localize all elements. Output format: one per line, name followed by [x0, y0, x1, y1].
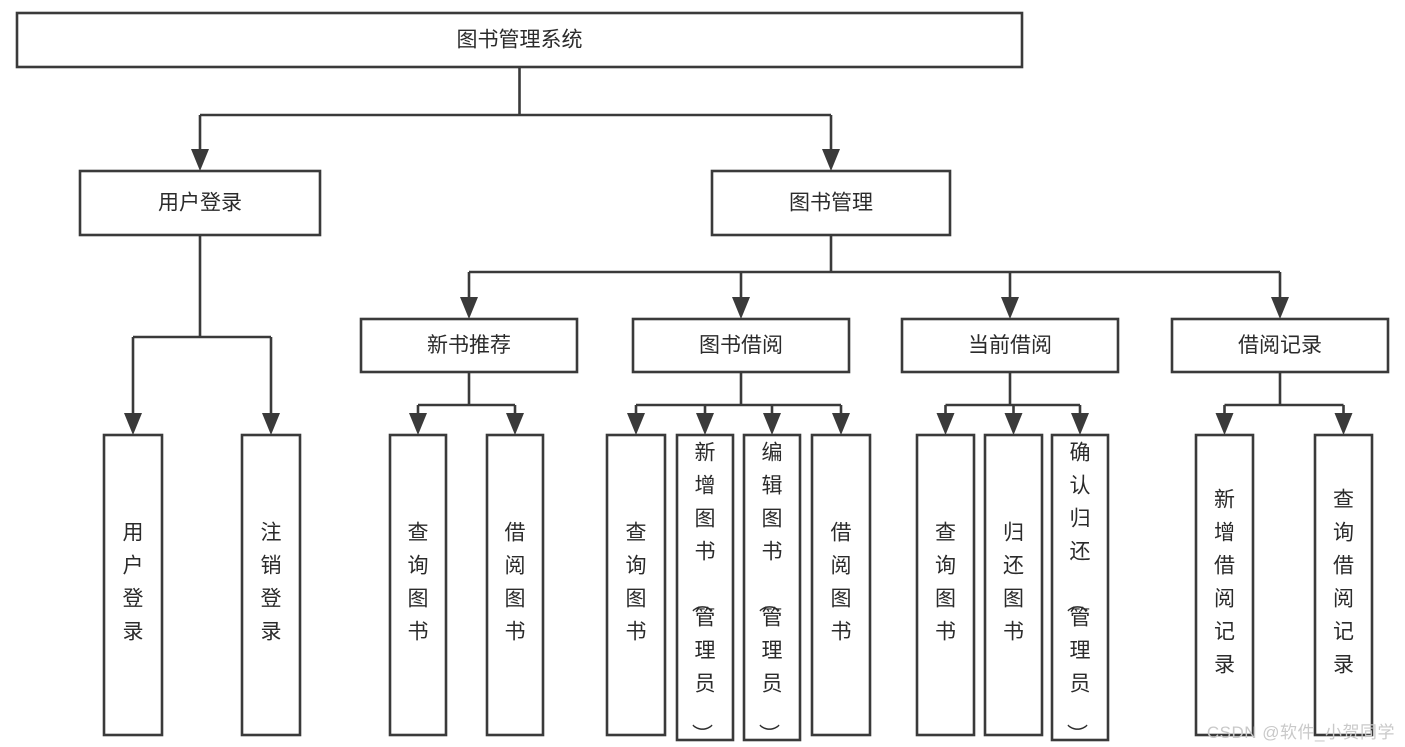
node-leaf-query-book-cur-label: 查询图书	[935, 522, 956, 644]
node-leaf-query-book-rec-box	[388, 433, 448, 737]
new-book-recommend-leaf-arrow-1-arrowhead	[506, 413, 524, 435]
node-leaf-query-book-cur[interactable]: 查询图书	[915, 433, 976, 737]
node-leaf-return-book-box	[983, 433, 1044, 737]
node-book-manage[interactable]: 图书管理	[710, 169, 952, 237]
node-current-borrow-label: 当前借阅	[968, 334, 1052, 357]
level2-arrow-0-arrowhead	[191, 149, 209, 171]
node-leaf-user-login-label: 用户登录	[123, 522, 144, 644]
node-leaf-query-book-rec-label: 查询图书	[408, 522, 429, 644]
node-layer: 图书管理系统用户登录图书管理新书推荐图书借阅当前借阅借阅记录用户登录注销登录查询…	[15, 11, 1390, 745]
node-borrow-record[interactable]: 借阅记录	[1170, 317, 1390, 374]
node-book-borrow-box	[631, 317, 851, 374]
node-leaf-borrow-book-rec[interactable]: 借阅图书	[485, 433, 545, 737]
node-leaf-borrow-book-rec-box	[485, 433, 545, 737]
level3-arrow-2-arrowhead	[1001, 297, 1019, 319]
node-leaf-add-record-box	[1194, 433, 1255, 737]
level3-arrow-3-arrowhead	[1271, 297, 1289, 319]
node-leaf-query-book-rec[interactable]: 查询图书	[388, 433, 448, 737]
node-new-book-recommend-box	[359, 317, 579, 374]
node-leaf-confirm-return[interactable]: 确认归还（管理员）	[1050, 433, 1110, 745]
node-borrow-record-label: 借阅记录	[1238, 334, 1322, 357]
node-leaf-add-book-label: 新增图书（管理员）	[690, 442, 716, 745]
node-borrow-record-box	[1170, 317, 1390, 374]
level3-arrow-1-arrowhead	[732, 297, 750, 319]
node-user-login-box	[78, 169, 322, 237]
node-leaf-query-record[interactable]: 查询借阅记录	[1313, 433, 1374, 737]
borrow-record-leaf-arrow-1-arrowhead	[1334, 413, 1353, 435]
user-login-leaf-arrow-1-arrowhead	[262, 413, 280, 435]
book-borrow-leaf-arrow-1-arrowhead	[696, 413, 714, 435]
node-leaf-add-book-box	[675, 433, 735, 742]
book-borrow-leaf-arrow-2-arrowhead	[763, 413, 781, 435]
node-leaf-return-book-label: 归还图书	[1003, 522, 1024, 644]
borrow-record-leaf-arrow-0-arrowhead	[1215, 413, 1234, 435]
node-leaf-add-record-label: 新增借阅记录	[1214, 489, 1235, 677]
node-leaf-add-record[interactable]: 新增借阅记录	[1194, 433, 1255, 737]
node-user-login-label: 用户登录	[158, 192, 242, 215]
node-new-book-recommend[interactable]: 新书推荐	[359, 317, 579, 374]
level3-arrow-0-arrowhead	[460, 297, 478, 319]
node-leaf-borrow-book-box	[810, 433, 872, 737]
node-root-box	[15, 11, 1024, 69]
node-root[interactable]: 图书管理系统	[15, 11, 1024, 69]
node-leaf-logout[interactable]: 注销登录	[240, 433, 302, 737]
node-leaf-borrow-book[interactable]: 借阅图书	[810, 433, 872, 737]
level2-arrow-1-arrowhead	[822, 149, 840, 171]
node-leaf-return-book[interactable]: 归还图书	[983, 433, 1044, 737]
node-leaf-borrow-book-label: 借阅图书	[831, 522, 852, 644]
node-root-label: 图书管理系统	[457, 29, 583, 52]
node-leaf-edit-book[interactable]: 编辑图书（管理员）	[742, 433, 802, 745]
node-book-manage-box	[710, 169, 952, 237]
node-leaf-user-login[interactable]: 用户登录	[102, 433, 164, 737]
node-leaf-confirm-return-box	[1050, 433, 1110, 742]
current-borrow-leaf-arrow-2-arrowhead	[1071, 413, 1089, 435]
node-current-borrow[interactable]: 当前借阅	[900, 317, 1120, 374]
node-new-book-recommend-label: 新书推荐	[427, 334, 511, 357]
user-login-leaf-arrow-0-arrowhead	[124, 413, 142, 435]
node-leaf-add-book[interactable]: 新增图书（管理员）	[675, 433, 735, 745]
new-book-recommend-leaf-arrow-0-arrowhead	[409, 413, 427, 435]
node-current-borrow-box	[900, 317, 1120, 374]
node-leaf-borrow-book-rec-label: 借阅图书	[505, 522, 526, 644]
book-borrow-leaf-arrow-0-arrowhead	[627, 413, 645, 435]
node-leaf-query-book-borrow[interactable]: 查询图书	[605, 433, 667, 737]
node-leaf-user-login-box	[102, 433, 164, 737]
node-leaf-query-book-cur-box	[915, 433, 976, 737]
book-borrow-leaf-arrow-3-arrowhead	[832, 413, 850, 435]
current-borrow-leaf-arrow-1-arrowhead	[1004, 413, 1023, 435]
node-leaf-logout-box	[240, 433, 302, 737]
node-leaf-edit-book-box	[742, 433, 802, 742]
node-leaf-edit-book-label: 编辑图书（管理员）	[757, 442, 783, 745]
node-leaf-query-record-box	[1313, 433, 1374, 737]
node-book-manage-label: 图书管理	[789, 192, 873, 215]
connector-layer	[124, 67, 1353, 435]
node-leaf-logout-label: 注销登录	[261, 522, 282, 644]
node-leaf-query-book-borrow-label: 查询图书	[626, 522, 647, 644]
node-leaf-query-record-label: 查询借阅记录	[1333, 489, 1354, 677]
node-leaf-query-book-borrow-box	[605, 433, 667, 737]
node-book-borrow[interactable]: 图书借阅	[631, 317, 851, 374]
current-borrow-leaf-arrow-0-arrowhead	[936, 413, 955, 435]
node-leaf-confirm-return-label: 确认归还（管理员）	[1065, 442, 1091, 745]
node-book-borrow-label: 图书借阅	[699, 334, 783, 357]
node-user-login[interactable]: 用户登录	[78, 169, 322, 237]
